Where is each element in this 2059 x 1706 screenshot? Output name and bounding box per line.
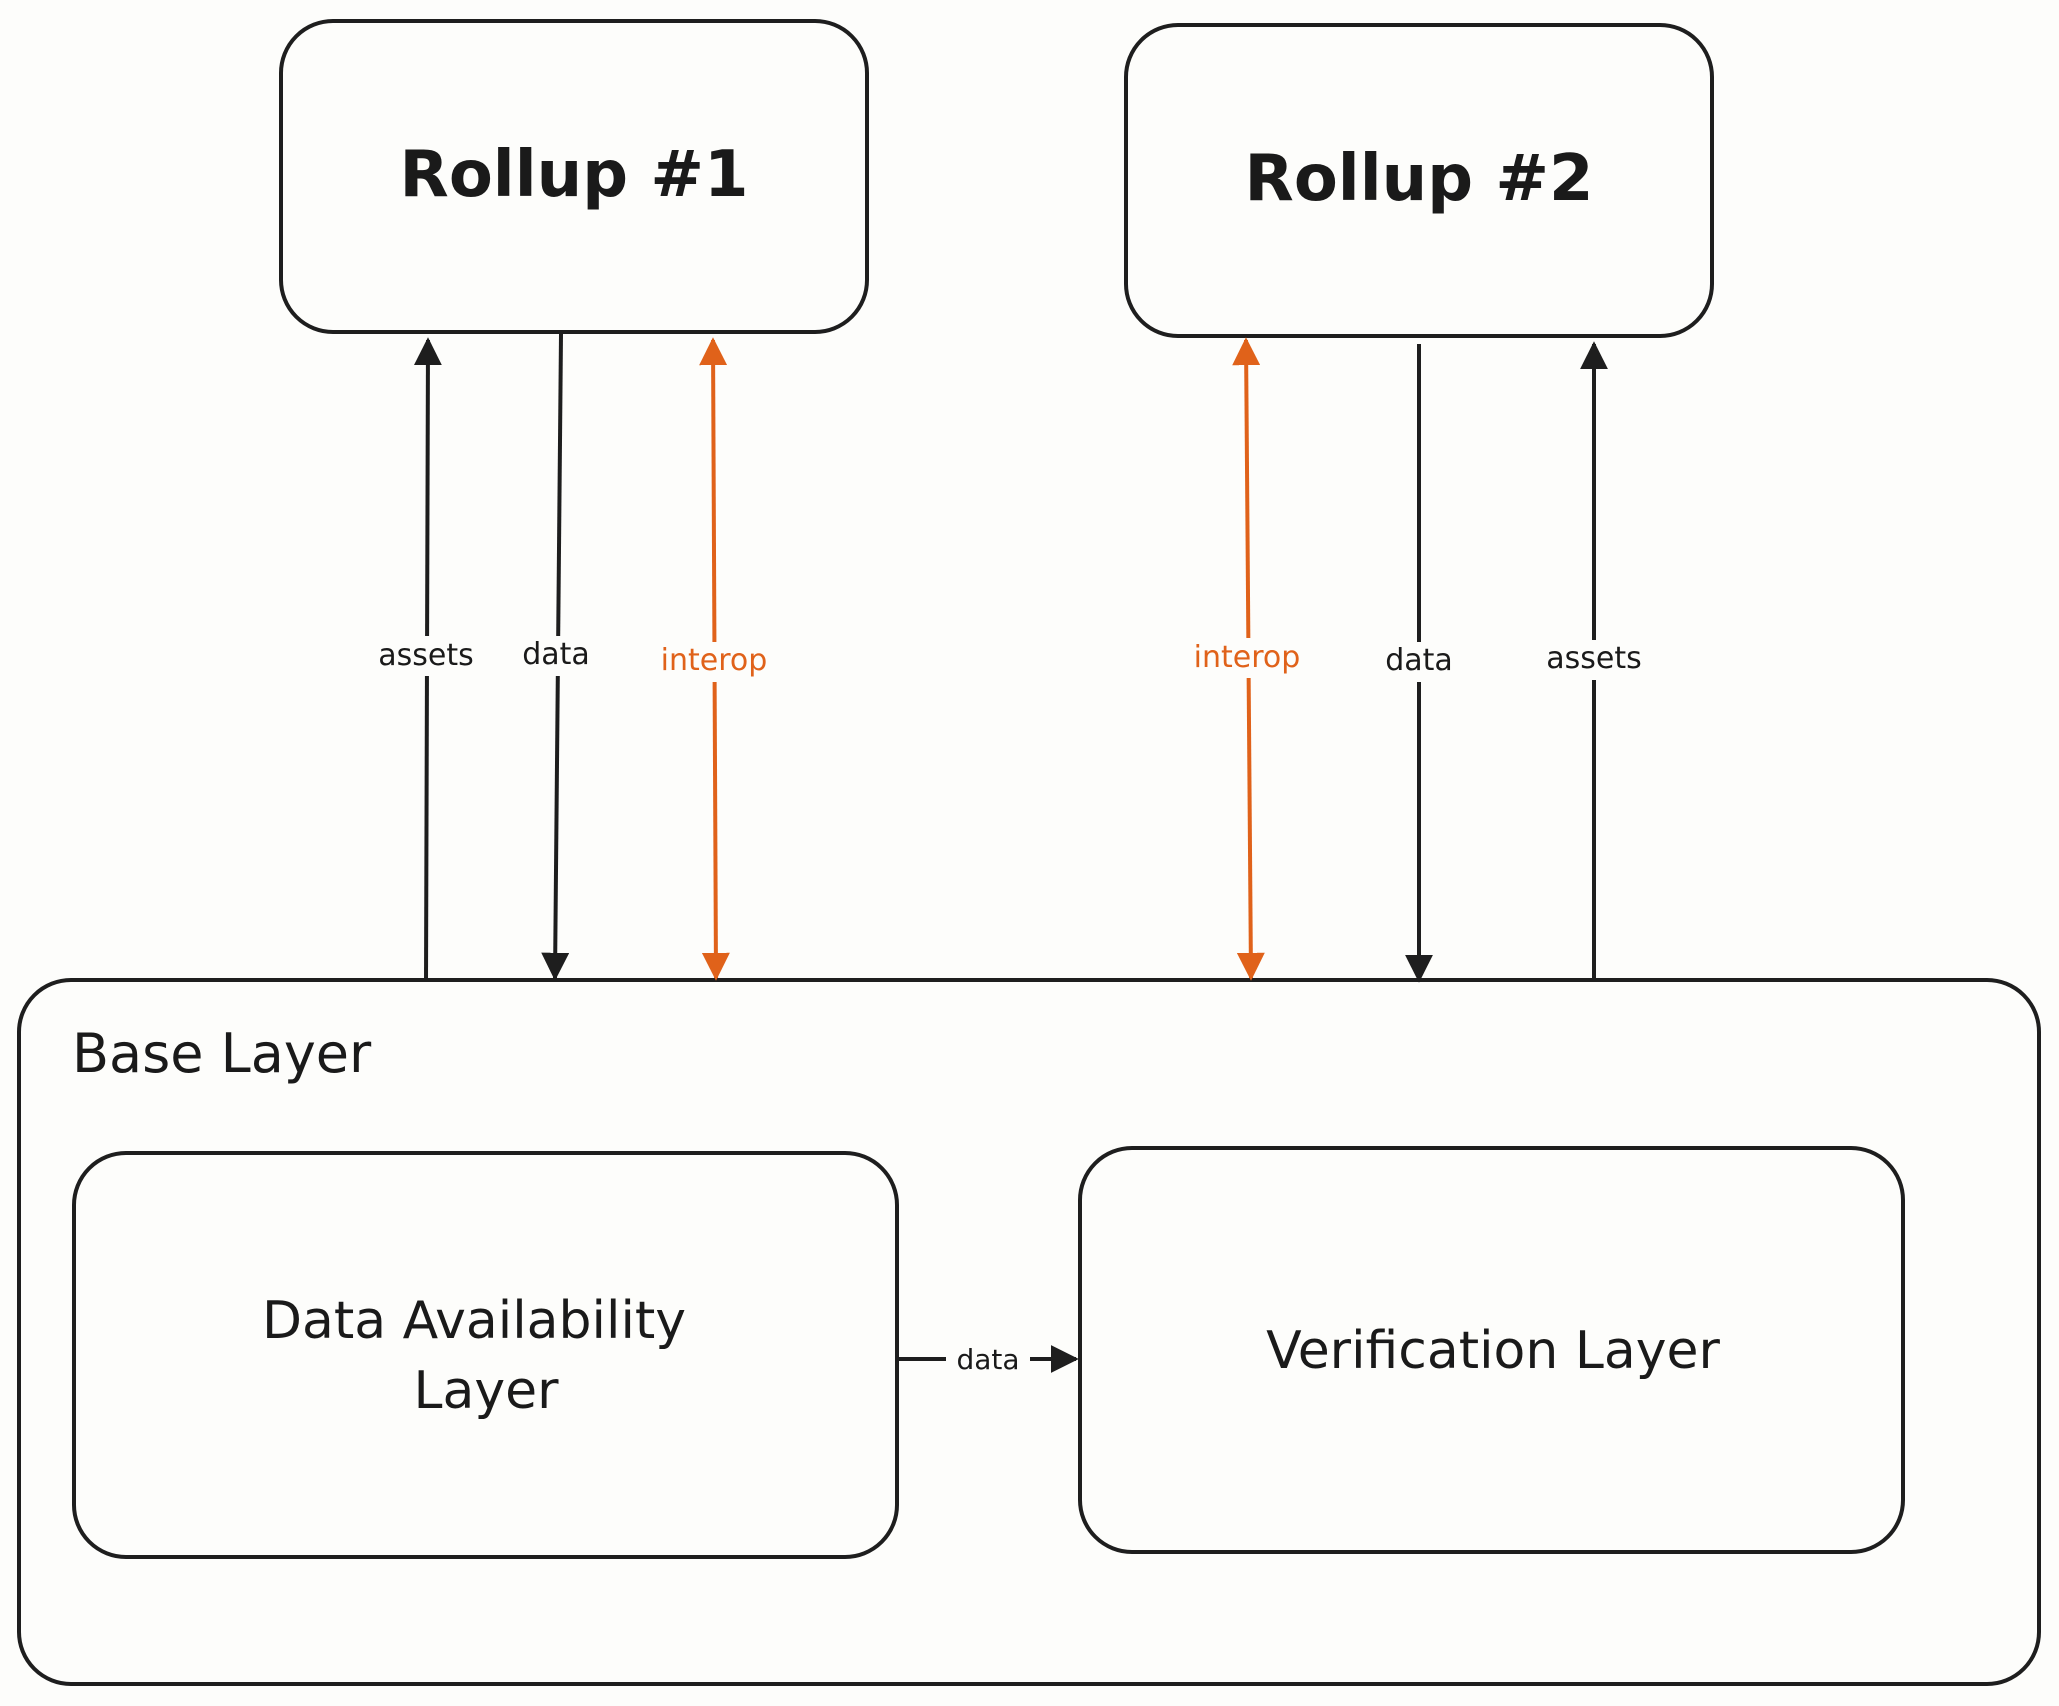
edge-rollup-1-data: data bbox=[512, 333, 600, 981]
data-availability-label-line-2: Layer bbox=[414, 1361, 560, 1421]
verification-layer-label: Verification Layer bbox=[1266, 1321, 1720, 1381]
data-availability-layer-box bbox=[72, 1151, 899, 1559]
base-layer-node: Base Layer bbox=[17, 978, 2041, 1686]
base-layer-box bbox=[17, 978, 2041, 1686]
rollup-2-box bbox=[1124, 23, 1714, 338]
edge-rollup-2-data: data bbox=[1376, 344, 1464, 983]
rollup-1-label: Rollup #1 bbox=[400, 138, 749, 212]
edge-rollup-2-interop: interop bbox=[1188, 337, 1308, 981]
data-label-backdrop bbox=[946, 1342, 1030, 1376]
rollup-2-label: Rollup #2 bbox=[1245, 142, 1594, 216]
edge-rollup-1-interop: interop bbox=[656, 337, 776, 981]
interop-label: interop bbox=[661, 643, 768, 678]
edge-rollup-2-assets: assets bbox=[1536, 341, 1652, 982]
verification-layer-node: Verification Layer bbox=[1078, 1146, 1905, 1554]
data-availability-label-line-1: Data Availability bbox=[262, 1291, 686, 1351]
rollup-2-node: Rollup #2 bbox=[1124, 23, 1714, 338]
data-label: data bbox=[1385, 643, 1453, 678]
interop-label-backdrop bbox=[656, 642, 776, 682]
edge-rollup-1-assets: assets bbox=[368, 337, 484, 983]
interop-label: interop bbox=[1194, 640, 1301, 675]
edge-da-to-verification: data bbox=[899, 1342, 1079, 1376]
interop-label-backdrop bbox=[1188, 638, 1308, 678]
data-label-backdrop bbox=[512, 636, 600, 676]
rollup-1-box bbox=[279, 19, 869, 334]
assets-label-backdrop bbox=[1536, 640, 1652, 680]
assets-label-backdrop bbox=[368, 636, 484, 676]
data-label: data bbox=[956, 1343, 1019, 1376]
base-layer-label: Base Layer bbox=[72, 1022, 372, 1085]
data-availability-layer-node: Data Availability Layer bbox=[72, 1151, 899, 1559]
assets-label: assets bbox=[1546, 641, 1642, 676]
verification-layer-box bbox=[1078, 1146, 1905, 1554]
assets-label: assets bbox=[378, 638, 474, 673]
rollup-1-node: Rollup #1 bbox=[279, 19, 869, 334]
data-label: data bbox=[522, 637, 590, 672]
data-label-backdrop bbox=[1376, 642, 1464, 682]
